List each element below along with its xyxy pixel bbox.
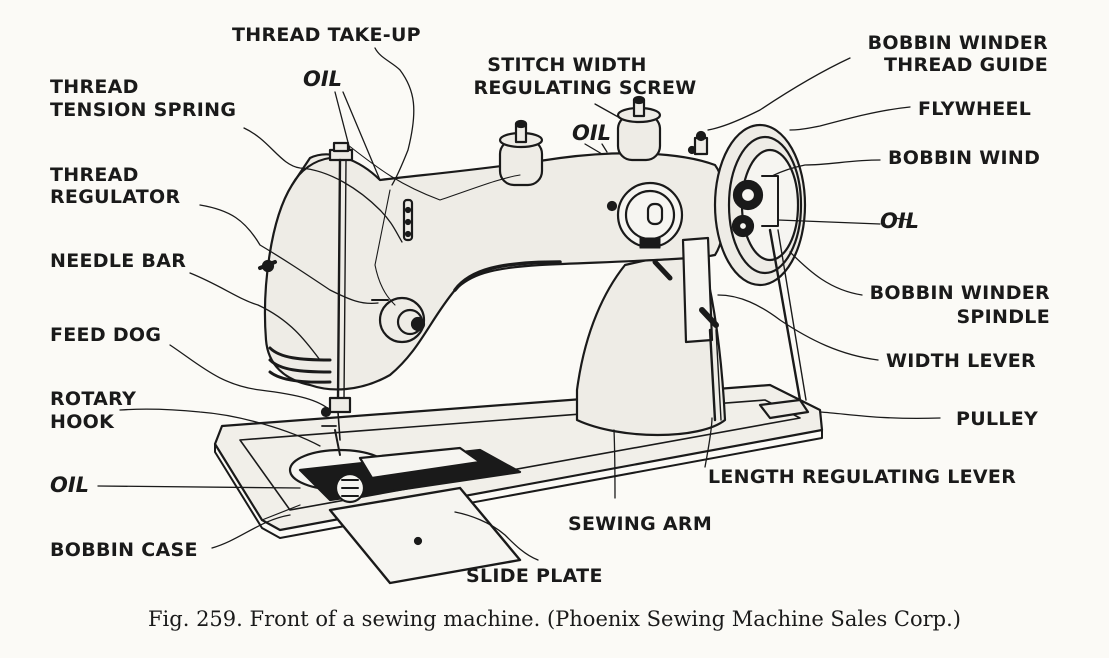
leader-lines — [97, 47, 941, 561]
label-bobbin-case: BOBBIN CASE — [50, 539, 198, 561]
label-needle-bar: NEEDLE BAR — [50, 250, 187, 272]
tension-assembly — [371, 198, 426, 344]
label-thread-tension-spring-line1: THREAD — [50, 76, 139, 98]
label-stitch-width-line1: STITCH WIDTH — [487, 54, 647, 76]
label-oil-right: OIL — [880, 209, 920, 233]
label-length-regulating-lever: LENGTH REGULATING LEVER — [708, 466, 1017, 488]
label-rotary-hook-line1: ROTARY — [50, 388, 137, 410]
needle-plate-area — [288, 425, 522, 585]
label-sewing-arm: SEWING ARM — [568, 513, 713, 535]
label-width-lever: WIDTH LEVER — [886, 350, 1036, 372]
length-regulating-plate — [652, 236, 722, 422]
machine-head — [258, 152, 727, 391]
needle-bar-assembly — [320, 141, 354, 441]
bobbin-winder-guide — [687, 130, 709, 156]
label-rotary-hook-line2: HOOK — [50, 411, 115, 433]
label-thread-take-up: THREAD TAKE-UP — [232, 24, 421, 46]
label-slide-plate: SLIDE PLATE — [466, 565, 603, 587]
label-oil-take-up: OIL — [303, 67, 343, 91]
figure-caption: Fig. 259. Front of a sewing machine. (Ph… — [147, 607, 961, 631]
label-bobbin-wind: BOBBIN WIND — [888, 147, 1041, 169]
thread-path-lower — [374, 189, 396, 306]
label-flywheel: FLYWHEEL — [918, 98, 1032, 120]
label-bobbin-winder-guide-line1: BOBBIN WINDER — [867, 32, 1048, 54]
label-oil-top: OIL — [572, 121, 612, 145]
pulley-post — [758, 228, 810, 420]
label-oil-left: OIL — [50, 473, 90, 497]
label-pulley: PULLEY — [956, 408, 1039, 430]
machine-illustration — [97, 47, 941, 585]
label-feed-dog: FEED DOG — [50, 324, 162, 346]
label-thread-regulator-line1: THREAD — [50, 164, 139, 186]
label-thread-tension-spring-line2: TENSION SPRING — [50, 99, 237, 121]
spool-pins — [498, 95, 662, 187]
label-bobbin-winder-spindle-line1: BOBBIN WINDER — [869, 282, 1050, 304]
flywheel-wheel — [713, 123, 807, 287]
label-bobbin-winder-guide-line2: THREAD GUIDE — [883, 54, 1048, 76]
label-bobbin-winder-spindle-line2: SPINDLE — [956, 306, 1050, 328]
stitch-width-dial — [606, 181, 684, 249]
label-thread-regulator-line2: REGULATOR — [50, 186, 181, 208]
label-stitch-width-line2: REGULATING SCREW — [473, 77, 697, 99]
